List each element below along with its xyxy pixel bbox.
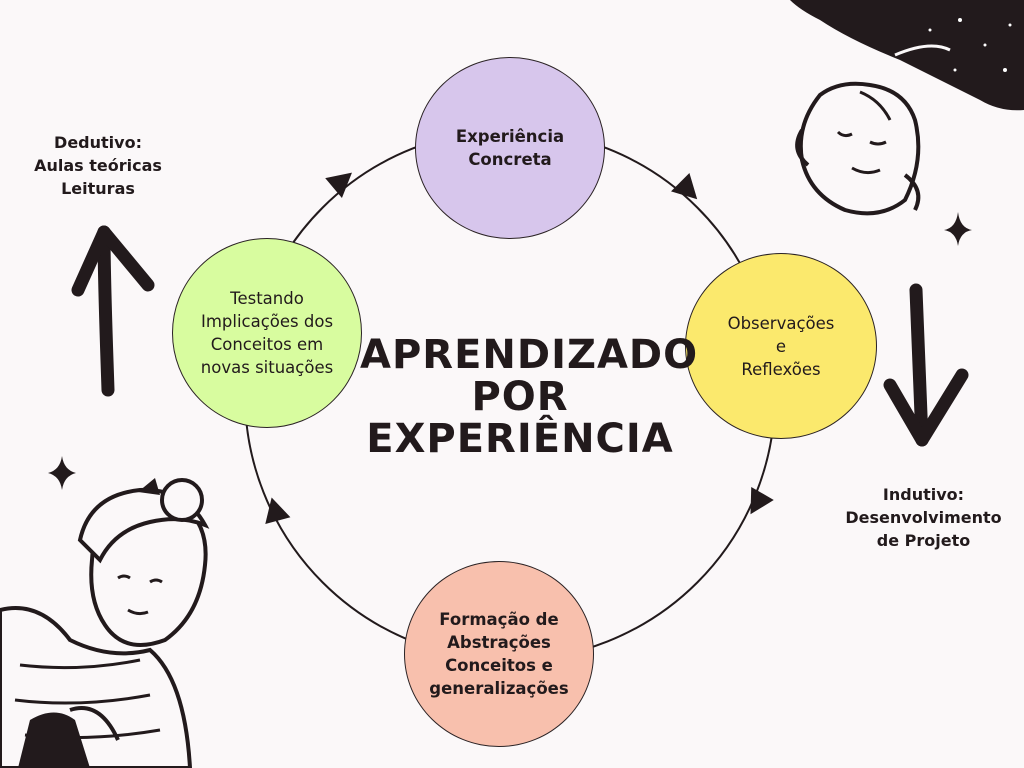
woman-illustration [0, 478, 210, 768]
node-concrete-experience: Experiência Concreta [415, 57, 605, 239]
man-illustration [790, 0, 1024, 216]
cycle-arrow-icon [750, 486, 774, 515]
cycle-arrow-icon [325, 172, 352, 199]
center-title: APRENDIZADO POR EXPERIÊNCIA [360, 332, 699, 462]
cycle-arrow-icon [671, 173, 698, 200]
node-testing-implications: Testando Implicações dos Conceitos em no… [172, 238, 362, 428]
node-observations-reflections: Observações e Reflexões [685, 253, 877, 439]
inductive-label: Indutivo: Desenvolvimento de Projeto [845, 485, 1002, 550]
cycle-arrow-icon [265, 497, 291, 524]
node-concrete-experience-label: Experiência Concreta [455, 127, 565, 169]
node-abstract-concepts-label: Formação de Abstrações Conceitos e gener… [429, 610, 569, 698]
up-arrow-icon [71, 225, 155, 397]
node-abstract-concepts: Formação de Abstrações Conceitos e gener… [404, 561, 594, 747]
node-observations-reflections-label: Observações e Reflexões [727, 313, 835, 379]
deductive-label: Dedutivo: Aulas teóricas Leituras [34, 133, 162, 198]
node-testing-implications-label: Testando Implicações dos Conceitos em no… [200, 289, 334, 377]
down-arrow-icon [883, 283, 969, 447]
sparkle-icon [944, 212, 972, 246]
sparkle-icon [48, 456, 76, 490]
